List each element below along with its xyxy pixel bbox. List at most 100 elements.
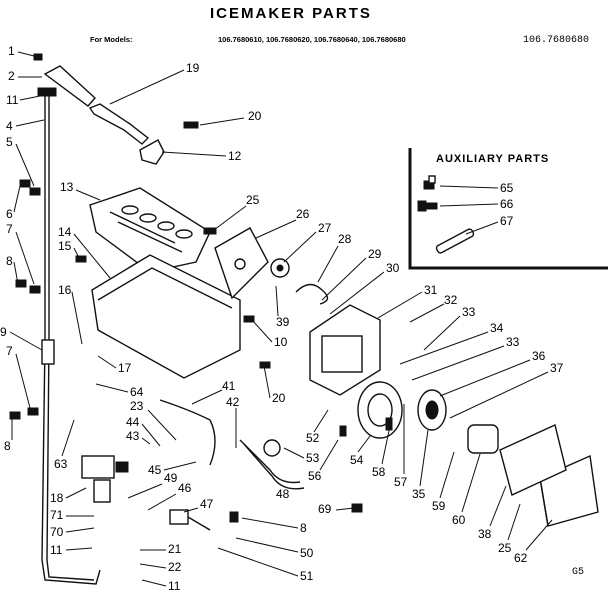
label-43: 43 [126,429,140,443]
label-36: 36 [532,349,546,363]
wire-harness [239,439,305,490]
label-21: 21 [168,542,182,556]
label-23: 23 [130,399,144,413]
label-51: 51 [300,569,314,583]
label-7b: 7 [6,344,13,358]
label-12: 12 [228,149,242,163]
timing-gear [417,389,447,431]
label-20b: 20 [272,391,286,405]
label-7a: 7 [6,222,13,236]
label-48: 48 [276,487,290,501]
fitting-47 [169,509,211,531]
aux-fitting-part [417,200,438,212]
label-58: 58 [372,465,386,479]
label-5: 5 [6,135,13,149]
fill-tube-assembly [37,87,101,585]
label-2: 2 [8,69,15,83]
label-49: 49 [164,471,178,485]
spring-28 [295,283,329,305]
label-63: 63 [54,457,68,471]
bracket-12 [139,139,165,165]
label-52: 52 [306,431,320,445]
icemaker-housing [91,254,241,379]
label-33b: 33 [506,335,520,349]
label-6: 6 [6,207,13,221]
label-69: 69 [318,502,332,516]
label-32: 32 [444,293,458,307]
label-19: 19 [186,61,200,75]
label-26: 26 [296,207,310,221]
label-45: 45 [148,463,162,477]
label-8b: 8 [4,439,11,453]
control-cover [214,227,269,300]
gear-27 [270,258,290,278]
label-15: 15 [58,239,72,253]
label-41: 41 [222,379,236,393]
models-list: 106.7680610, 106.7680620, 106.7680640, 1… [218,35,406,44]
label-11c: 11 [168,579,181,593]
label-16: 16 [58,283,72,297]
label-44: 44 [126,415,140,429]
label-71: 71 [50,508,64,522]
label-38: 38 [478,527,492,541]
label-4: 4 [6,119,13,133]
corner-code: G5 [572,567,584,578]
label-28: 28 [338,232,352,246]
label-57: 57 [394,475,408,489]
label-18: 18 [50,491,64,505]
label-8a: 8 [6,254,13,268]
label-25b: 25 [498,541,512,555]
auxiliary-label: AUXILIARY PARTS [436,153,549,165]
shutoff-arm [88,103,150,145]
label-47: 47 [200,497,214,511]
label-34: 34 [490,321,504,335]
label-60: 60 [452,513,466,527]
fill-cup [43,65,96,107]
label-67: 67 [500,214,514,228]
label-70: 70 [50,525,64,539]
label-1: 1 [8,44,15,58]
label-42: 42 [226,395,240,409]
wire-harness-41 [159,399,216,466]
screws [9,53,393,523]
label-66: 66 [500,197,514,211]
label-46: 46 [178,481,192,495]
callouts: 1 2 11 4 5 6 7 8 9 7 8 13 14 15 16 17 19 [0,44,564,593]
label-64: 64 [130,385,144,399]
label-27: 27 [318,221,332,235]
label-9: 9 [0,325,7,339]
label-39: 39 [276,315,290,329]
label-13: 13 [60,180,74,194]
label-20a: 20 [248,109,262,123]
label-30: 30 [386,261,400,275]
model-extra: 106.7680680 [523,35,589,46]
diagram-title: ICEMAKER PARTS [210,5,372,22]
label-53: 53 [306,451,320,465]
motor [357,381,403,439]
label-17: 17 [118,361,132,375]
label-59: 59 [432,499,446,513]
label-25a: 25 [246,193,260,207]
label-50: 50 [300,546,314,560]
auxiliary-parts-box: AUXILIARY PARTS [408,148,608,270]
label-11b: 11 [50,543,63,557]
label-35: 35 [412,487,426,501]
label-22: 22 [168,560,182,574]
label-56: 56 [308,469,322,483]
label-11a: 11 [6,93,19,107]
label-37: 37 [550,361,564,375]
thermostat [467,424,499,454]
label-62: 62 [514,551,528,565]
label-29: 29 [368,247,382,261]
label-10: 10 [274,335,288,349]
aux-tube-part [435,228,475,254]
mounting-plate [309,304,381,396]
water-valve [81,455,129,503]
label-33a: 33 [462,305,476,319]
panel-38 [499,424,567,496]
models-label: For Models: [90,35,133,44]
label-65: 65 [500,181,514,195]
label-14: 14 [58,225,72,239]
aux-valve-part [423,175,436,190]
